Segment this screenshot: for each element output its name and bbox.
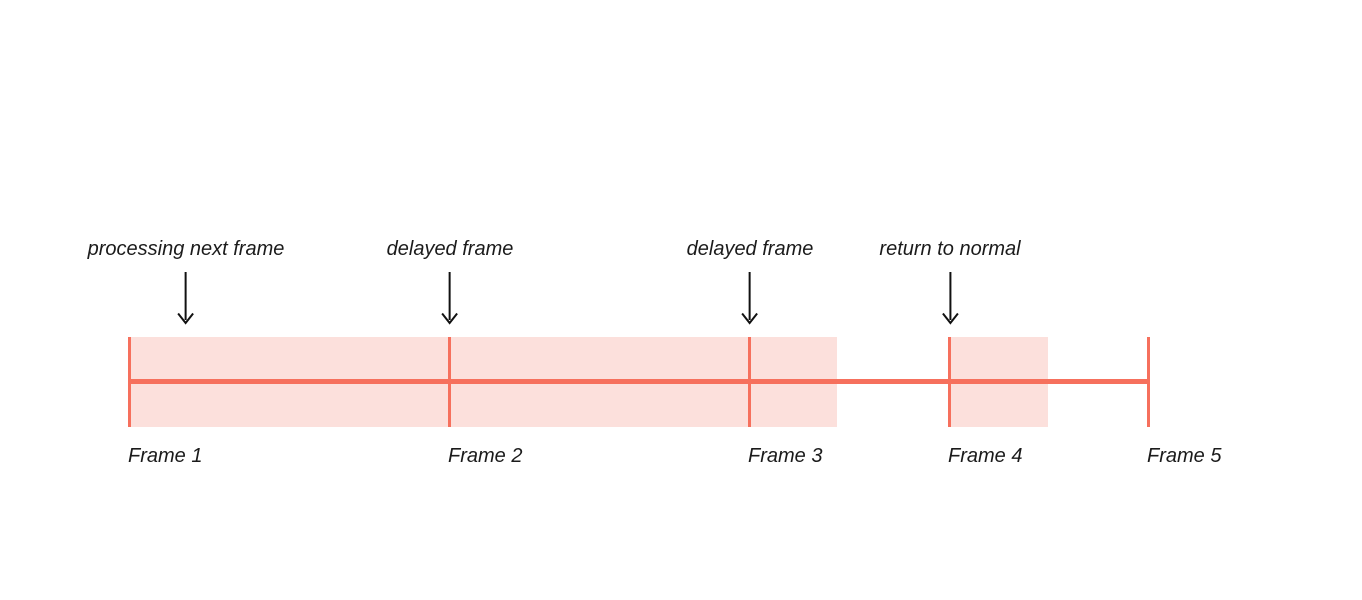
annotation-label: processing next frame — [87, 238, 285, 260]
down-arrow-icon — [177, 272, 195, 325]
down-arrow-icon — [441, 272, 459, 325]
annotation-label: delayed frame — [686, 238, 814, 260]
frame-2-tick — [448, 337, 451, 427]
annotation-return-to-normal: return to normal — [879, 236, 1021, 327]
annotation-delayed-frame-2: delayed frame — [686, 236, 814, 327]
frame-3-tick — [748, 337, 751, 427]
annotation-delayed-frame-1: delayed frame — [386, 236, 514, 327]
frame-4-label: Frame 4 — [948, 445, 1023, 467]
annotation-processing-next-frame: processing next frame — [87, 236, 285, 327]
frame-2-label: Frame 2 — [448, 445, 523, 467]
frame-1-label: Frame 1 — [128, 445, 203, 467]
frame-1-tick — [128, 337, 131, 427]
down-arrow-icon — [941, 272, 959, 325]
timeline-axis — [128, 379, 1150, 384]
frame-5-label: Frame 5 — [1147, 445, 1222, 467]
annotation-label: return to normal — [879, 238, 1021, 260]
annotation-label: delayed frame — [386, 238, 514, 260]
frame-5-tick — [1147, 337, 1150, 427]
frame-4-tick — [948, 337, 951, 427]
down-arrow-icon — [741, 272, 759, 325]
frame-3-label: Frame 3 — [748, 445, 823, 467]
